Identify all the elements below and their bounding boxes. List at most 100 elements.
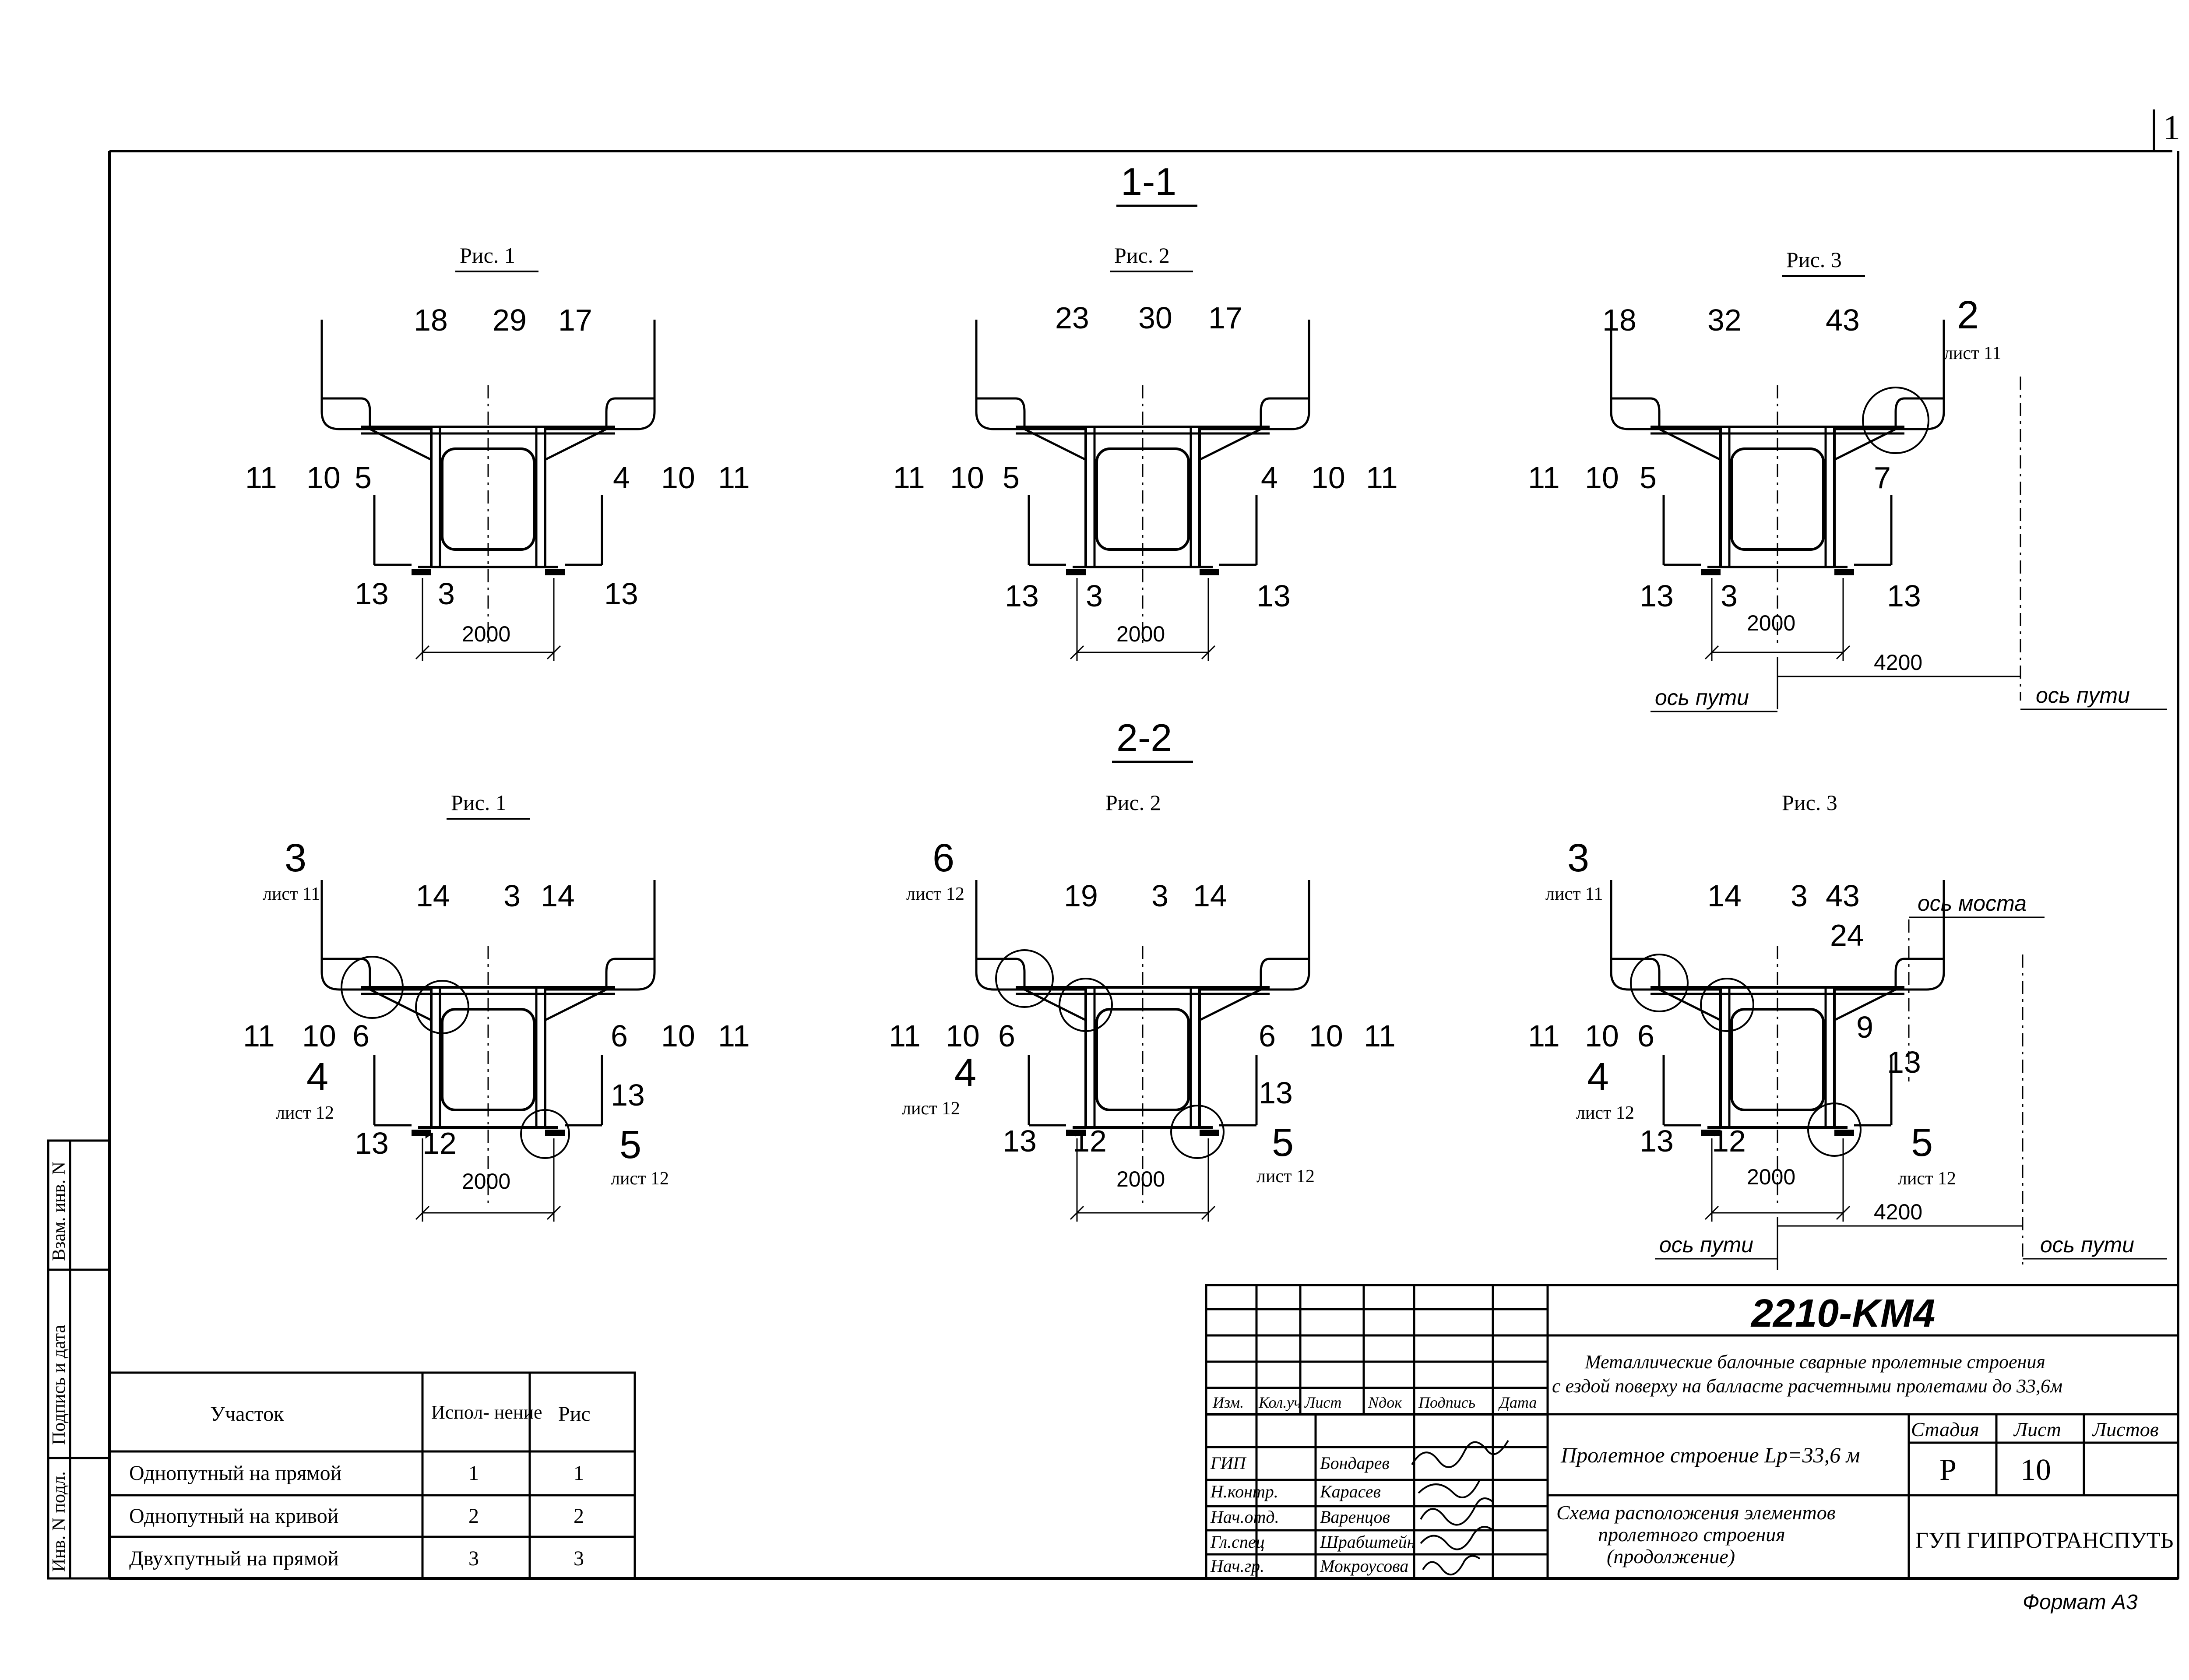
detail-callout-sheet: лист 11 (1545, 884, 1603, 904)
part-label: 11 (1528, 1019, 1560, 1053)
role-label: Гл.спец (1210, 1532, 1265, 1552)
part-label: 6 (1259, 1019, 1276, 1053)
column-header: Дата (1498, 1394, 1537, 1411)
axis-label: ось пути (2036, 683, 2130, 708)
part-label: 10 (946, 1019, 980, 1053)
part-label: 17 (1208, 301, 1242, 335)
fig-2-2-1: Рис. 1 2000 3 лист 11 14 3 14 11 10 6 6 … (243, 790, 750, 1222)
dimension-label: 2000 (462, 1169, 510, 1194)
detail-callout-number: 6 (933, 836, 954, 880)
part-label: 6 (1637, 1019, 1654, 1053)
part-label: 14 (541, 879, 575, 913)
fig-caption: Рис. 1 (460, 243, 515, 268)
part-label: 18 (414, 303, 448, 337)
part-label: 29 (493, 303, 527, 337)
part-label: 11 (718, 461, 750, 495)
part-label: 13 (1259, 1076, 1293, 1110)
role-label: Нач.гр. (1210, 1556, 1264, 1576)
role-label: Н.контр. (1210, 1482, 1278, 1501)
fig-caption: Рис. 2 (1105, 790, 1161, 815)
part-label: 14 (416, 879, 450, 913)
part-label: 13 (355, 1126, 389, 1160)
table-cell: 2 (468, 1504, 479, 1528)
side-stamp-label: Взам. инв. N (49, 1162, 69, 1261)
part-label: 10 (661, 461, 695, 495)
part-label: 12 (1712, 1124, 1746, 1158)
table-cell: 2 (574, 1504, 584, 1528)
part-label: 43 (1826, 303, 1860, 337)
paper-format: Формат А3 (2023, 1591, 2138, 1614)
side-stamp-label: Подпись и дата (49, 1324, 69, 1445)
detail-callout-circle (1862, 387, 1929, 454)
part-label: 6 (352, 1019, 370, 1053)
detail-callout-sheet: лист 12 (906, 884, 964, 904)
project-title-line2: с ездой поверху на балласте расчетными п… (1552, 1375, 2062, 1397)
signature-marks (1411, 1440, 1509, 1576)
part-label: 32 (1707, 303, 1742, 337)
fig-1-1-3: Рис. 3 2000 4200 ось пути ось пути 18 32… (1528, 247, 2167, 712)
part-label: 10 (302, 1019, 336, 1053)
part-label: 7 (1874, 461, 1891, 495)
part-label: 10 (1309, 1019, 1343, 1053)
detail-callout-number: 4 (954, 1051, 976, 1095)
part-label: 4 (1261, 461, 1278, 495)
table-cell: Однопутный на кривой (129, 1504, 338, 1528)
part-label: 3 (1151, 879, 1168, 913)
part-label: 10 (1311, 461, 1345, 495)
dimension-label: 2000 (1116, 1167, 1165, 1191)
axis-label: ось пути (1655, 685, 1749, 710)
fig-caption: Рис. 3 (1782, 790, 1837, 815)
signer-name: Мокроусова (1320, 1556, 1408, 1576)
part-label: 14 (1193, 879, 1227, 913)
table-cell: 3 (468, 1547, 479, 1570)
fig-2-2-3: Рис. 3 2000 4200 ось пути ось пути ось м… (1528, 790, 2167, 1270)
variants-table-header: Рис (558, 1402, 591, 1426)
sheet-label: Лист (2013, 1418, 2061, 1441)
part-label: 17 (558, 303, 592, 337)
part-label: 13 (1003, 1124, 1037, 1158)
sheet-title-line: пролетного строения (1598, 1523, 1785, 1546)
part-label: 5 (355, 461, 372, 495)
detail-callout-number: 5 (1911, 1121, 1933, 1165)
part-label: 30 (1138, 301, 1172, 335)
fig-caption: Рис. 1 (451, 790, 507, 815)
part-label: 12 (422, 1126, 457, 1160)
fig-caption: Рис. 2 (1114, 243, 1170, 268)
fig-caption: Рис. 3 (1786, 247, 1842, 272)
part-label: 3 (1721, 579, 1738, 613)
section-title-1-1: 1-1 (1121, 160, 1176, 203)
dimension-label: 2000 (462, 622, 510, 646)
fig-2-2-2: Рис. 2 2000 6 лист 12 19 3 14 11 10 6 6 … (889, 790, 1396, 1222)
column-header: Кол.уч (1258, 1394, 1302, 1411)
side-stamp-label: Инв. N подл. (49, 1471, 69, 1572)
stage-label: Стадия (1911, 1418, 1979, 1441)
part-label: 12 (1073, 1124, 1107, 1158)
detail-callout-sheet: лист 12 (1256, 1166, 1315, 1187)
detail-callout-number: 3 (1567, 836, 1589, 880)
part-label: 23 (1055, 301, 1089, 335)
sheets-label: Листов (2092, 1418, 2159, 1441)
role-label: Нач.отд. (1210, 1507, 1279, 1527)
part-label: 13 (1005, 579, 1039, 613)
part-label: 11 (889, 1019, 921, 1053)
part-label: 11 (243, 1019, 275, 1053)
stage-value: Р (1939, 1453, 1957, 1487)
organization-name: ГУП ГИПРОТРАНСПУТЬ (1915, 1528, 2174, 1553)
part-label: 18 (1602, 303, 1636, 337)
detail-callout-sheet: лист 12 (276, 1103, 334, 1123)
object-name: Пролетное строение Lp=33,6 м (1560, 1443, 1860, 1467)
detail-callout-sheet: лист 11 (263, 884, 320, 904)
part-label: 11 (1364, 1019, 1396, 1053)
table-cell: Однопутный на прямой (129, 1462, 341, 1485)
detail-callout-sheet: лист 12 (1898, 1169, 1956, 1189)
title-block (1205, 1284, 2179, 1580)
dimension-label: 2000 (1116, 622, 1165, 646)
signer-name: Шрабштейн (1320, 1532, 1416, 1552)
part-label: 13 (1640, 579, 1674, 613)
detail-callout-sheet: лист 11 (1944, 343, 2001, 363)
role-label: ГИП (1210, 1453, 1247, 1473)
sheet-title-line: (продолжение) (1607, 1545, 1735, 1567)
part-label: 14 (1707, 879, 1742, 913)
detail-callout-number: 5 (1272, 1121, 1294, 1165)
variants-table-header: Участок (210, 1402, 284, 1426)
